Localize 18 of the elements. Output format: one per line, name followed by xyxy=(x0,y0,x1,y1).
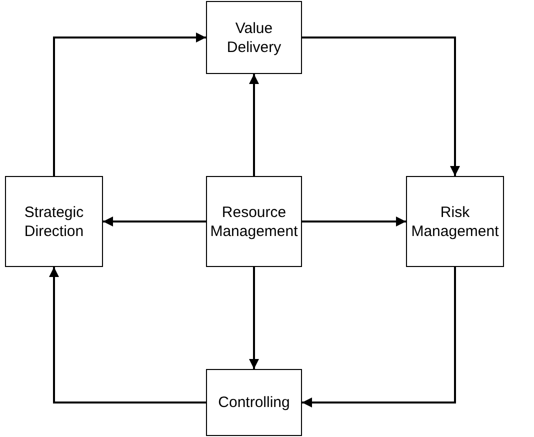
box-label: Risk Management xyxy=(410,202,500,240)
arrow xyxy=(249,267,259,369)
arrow xyxy=(49,267,206,404)
arrow xyxy=(249,74,259,176)
arrow xyxy=(302,267,456,408)
arrow xyxy=(103,216,206,226)
arrow xyxy=(53,32,206,176)
process-box xyxy=(406,176,504,267)
arrow xyxy=(302,216,406,226)
process-box xyxy=(206,1,302,74)
process-box xyxy=(206,369,302,436)
box-label: Controlling xyxy=(218,393,290,412)
arrow xyxy=(302,36,460,176)
process-box xyxy=(5,176,103,267)
process-box xyxy=(206,176,302,267)
box-label: Value Delivery xyxy=(226,18,282,56)
box-label: Strategic Direction xyxy=(23,202,85,240)
box-label: Resource Management xyxy=(209,202,299,240)
